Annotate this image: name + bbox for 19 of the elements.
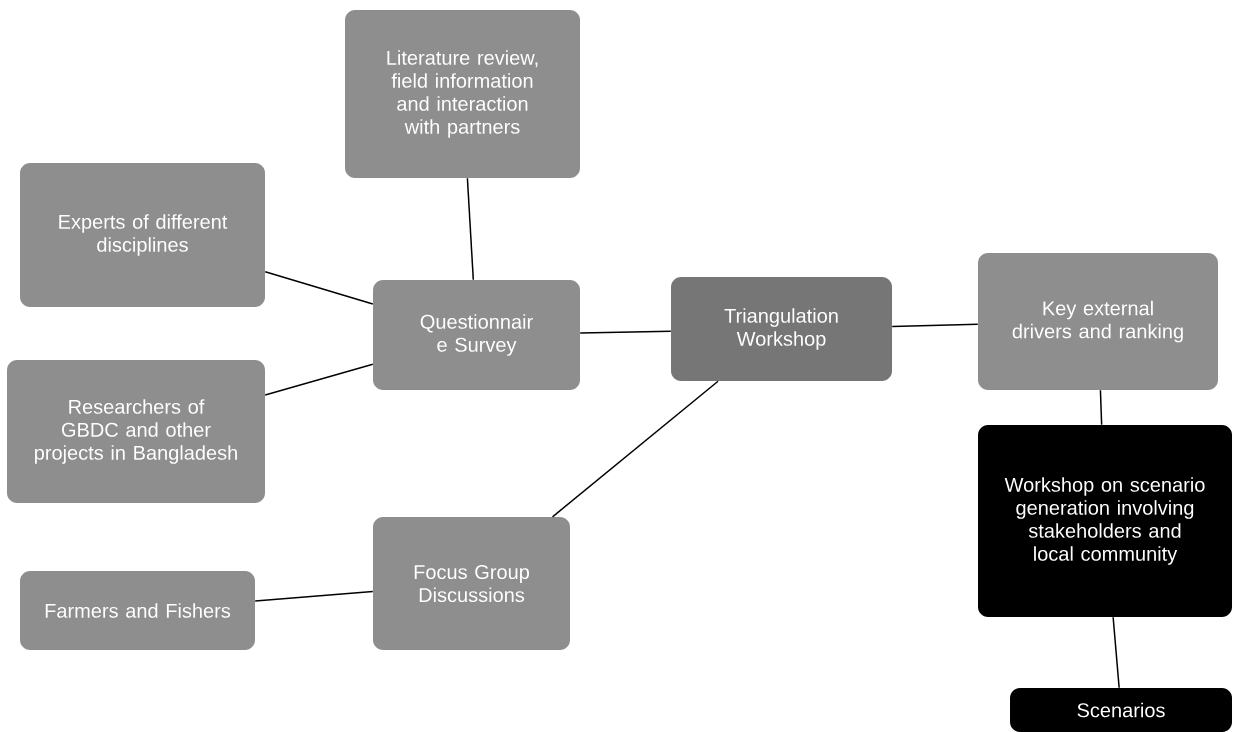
- process-box: Triangulation Workshop: [671, 277, 892, 381]
- process-box: Experts of different disciplines: [20, 163, 265, 307]
- process-box: Farmers and Fishers: [20, 571, 255, 650]
- process-box: Literature review, field information and interaction with partners: [345, 10, 580, 178]
- process-box: Focus Group Discussions: [373, 517, 570, 650]
- process-box: Scenarios: [1010, 688, 1232, 732]
- connector-line: [551, 380, 719, 518]
- connector-line: [466, 177, 475, 281]
- process-box: Workshop on scenario generation involving stakeholders and local community: [978, 425, 1232, 617]
- connector-line: [1099, 389, 1103, 426]
- connector-line: [264, 270, 374, 305]
- connector-line: [891, 323, 979, 328]
- process-box: Researchers of GBDC and other projects in Bangladesh: [7, 360, 265, 503]
- connector-line: [1112, 616, 1120, 689]
- connector-line: [254, 590, 374, 602]
- connector-line: [579, 330, 672, 334]
- process-box: Key external drivers and ranking: [978, 253, 1218, 390]
- connector-line: [264, 363, 374, 396]
- process-box: Questionnair e Survey: [373, 280, 580, 390]
